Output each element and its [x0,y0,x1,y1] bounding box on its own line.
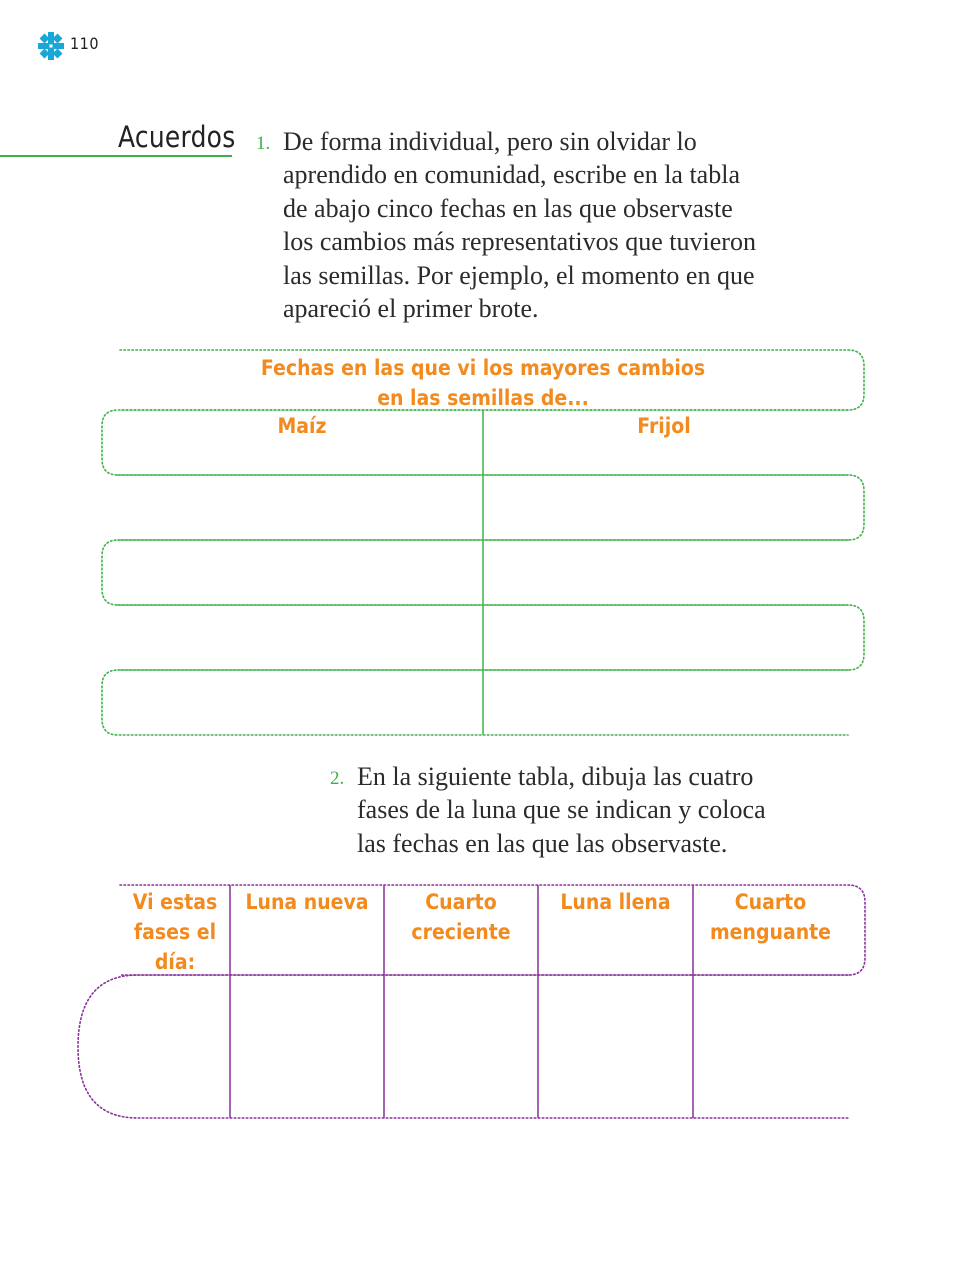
activity-2-instructions: En la siguiente tabla, dibuja las cuatro… [357,760,766,860]
instruction-line: En la siguiente tabla, dibuja las cuatro [357,762,754,791]
instruction-line: de abajo cinco fechas en las que observa… [283,193,733,223]
row-label-line: fases el [133,920,217,944]
table-row [101,669,849,736]
table-row [117,474,865,541]
instruction-line: apareció el primer brote. [283,294,539,324]
column-header-maiz: Maíz [277,414,327,438]
column-header-line: Luna nueva [245,890,369,914]
table-row [77,974,849,1119]
instruction-line: fases de la luna que se indican y coloca [357,795,766,825]
seed-table-title-line: Fechas en las que vi los mayores cambios [260,356,706,380]
table-header-band [119,884,866,976]
column-header-line: menguante [709,920,832,944]
book-emblem-icon [38,32,64,60]
instruction-line: los cambios más representativos que tuvi… [283,227,756,257]
table-row [101,539,849,606]
column-header-cuarto-creciente: Cuarto creciente [392,887,531,947]
activity-2-number: 2. [330,768,345,789]
row-label-line: Vi estas [132,890,218,914]
column-header-line: Cuarto [425,890,497,914]
seed-table-title: Fechas en las que vi los mayores cambios… [228,353,737,413]
column-header-cuarto-menguante: Cuarto menguante [701,887,841,947]
instruction-line: las fechas en las que las observaste. [357,828,728,858]
column-header-luna-nueva: Luna nueva [238,887,377,917]
row-label-line: día: [154,950,196,974]
row-label-date: Vi estas fases el día: [126,887,225,977]
instruction-line: aprendido en comunidad, escribe en la ta… [283,160,740,190]
instruction-line: las semillas. Por ejemplo, el momento en… [283,260,755,290]
activity-1-number: 1. [256,133,271,154]
table-row [101,409,849,476]
page-number: 110 [70,34,99,53]
column-header-line: creciente [411,920,511,944]
column-header-luna-llena: Luna llena [546,887,686,917]
section-title: Acuerdos [118,120,236,154]
activity-1-instructions: De forma individual, pero sin olvidar lo… [283,125,756,325]
column-header-line: Cuarto [734,890,807,914]
table-row [117,604,865,671]
section-title-rule [0,155,232,157]
instruction-line: De forma individual, pero sin olvidar lo [283,127,697,156]
column-header-frijol: Frijol [637,414,691,438]
seed-table-title-line: en las semillas de... [377,386,589,410]
table-header-band [119,349,865,411]
column-header-line: Luna llena [560,890,671,914]
